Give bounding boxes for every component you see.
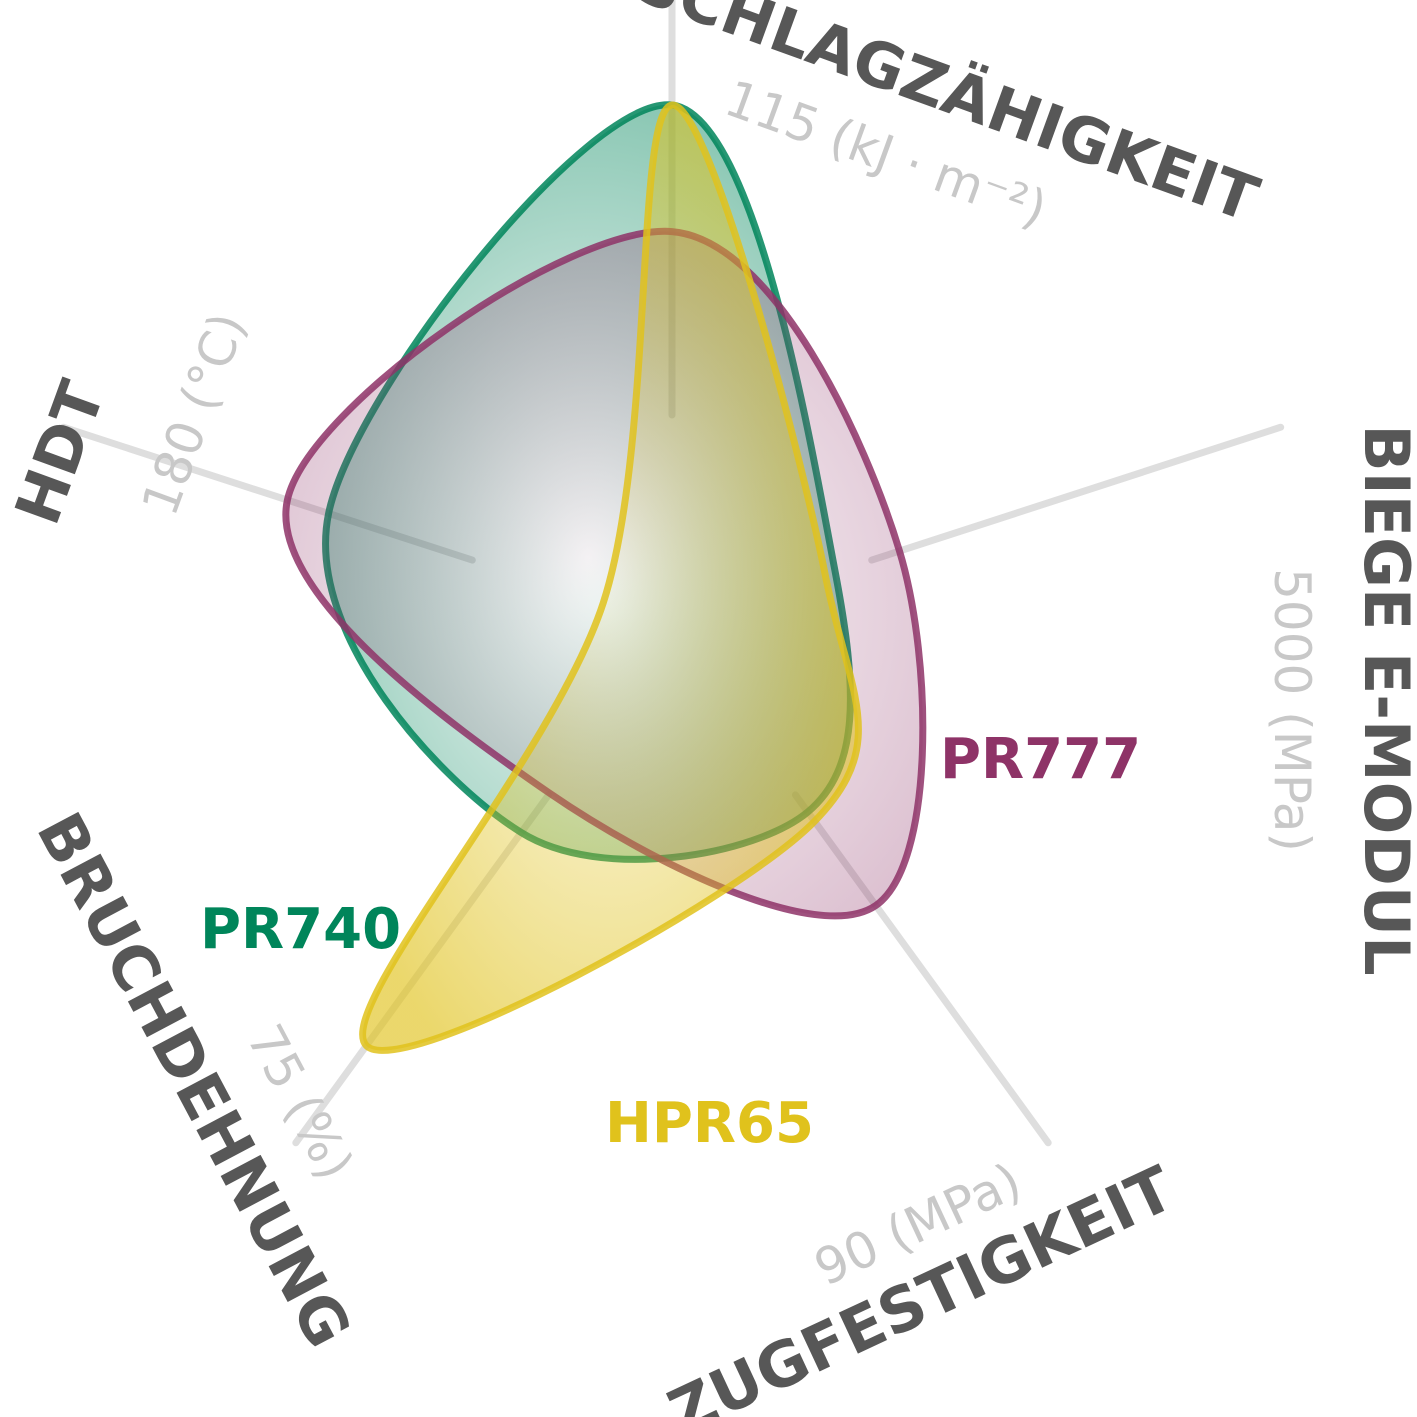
axis-spoke: [868, 423, 1285, 564]
axis-title-hdt: HDT: [1, 372, 119, 534]
series-shape-hpr65: [359, 101, 862, 1054]
series-label-pr740: PR740: [200, 897, 401, 962]
axis-max-hdt: 180 (°C): [131, 305, 257, 522]
series-label-hpr65: HPR65: [605, 1091, 814, 1156]
axis-max-biege-e-modul: 5000 (MPa): [1263, 568, 1321, 852]
radar-series-shapes: [282, 101, 927, 1054]
axis-title-biege-e-modul: BIEGE E-MODUL: [1350, 424, 1417, 975]
series-label-pr777: PR777: [940, 727, 1141, 792]
